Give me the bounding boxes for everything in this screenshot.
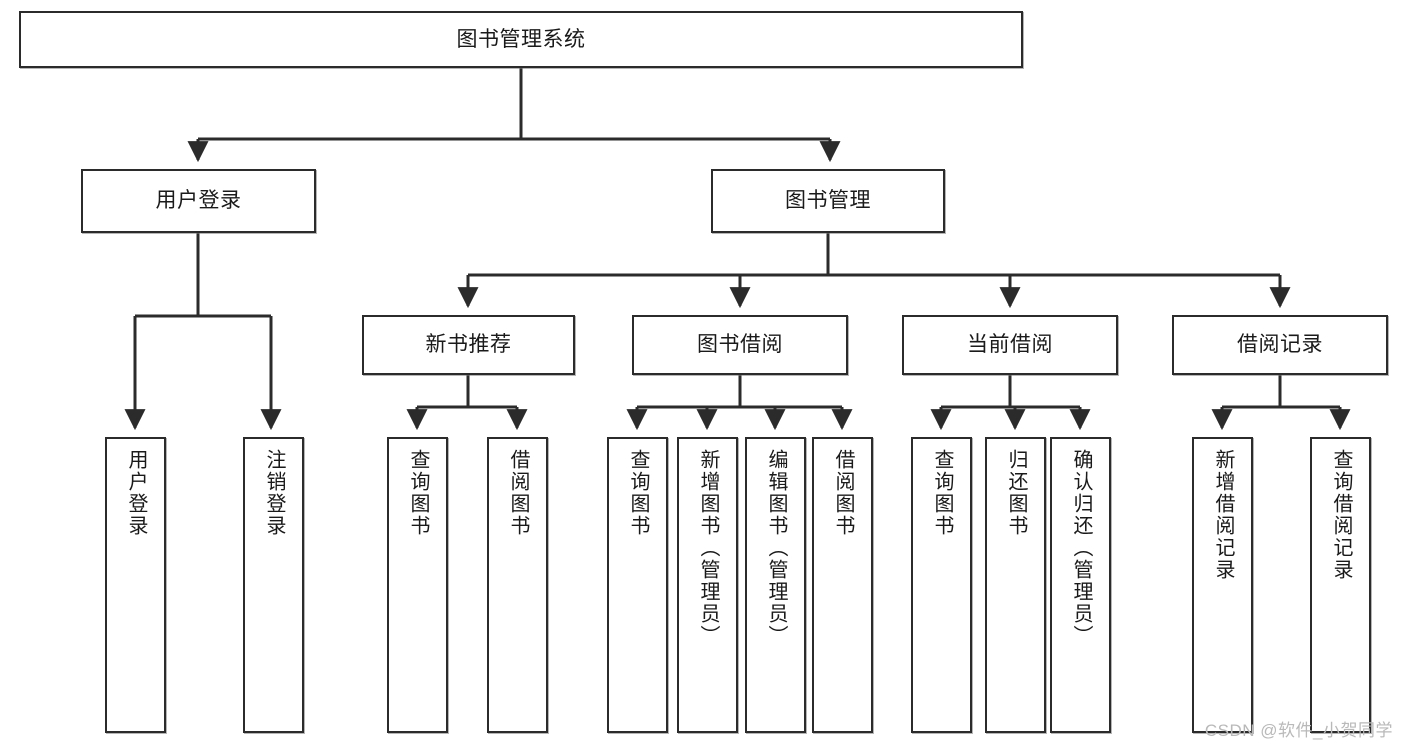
node-leaf-confirm-return-label: 确认归还（管理员） xyxy=(1070,449,1092,647)
node-leaf-add-record[interactable]: 新增借阅记录 xyxy=(1192,437,1253,733)
node-leaf-user-logout-label: 注销登录 xyxy=(263,449,285,537)
node-current-borrow-label: 当前借阅 xyxy=(967,333,1053,357)
node-leaf-add-book-admin[interactable]: 新增图书（管理员） xyxy=(677,437,738,733)
node-leaf-borrow-book-1-label: 借阅图书 xyxy=(507,449,529,537)
node-user-login[interactable]: 用户登录 xyxy=(81,169,316,233)
node-leaf-edit-book-admin[interactable]: 编辑图书（管理员） xyxy=(745,437,806,733)
node-new-book-recommend[interactable]: 新书推荐 xyxy=(362,315,575,375)
node-leaf-borrow-book-1[interactable]: 借阅图书 xyxy=(487,437,548,733)
node-leaf-user-logout[interactable]: 注销登录 xyxy=(243,437,304,733)
node-leaf-user-login-label: 用户登录 xyxy=(125,449,147,537)
node-new-book-recommend-label: 新书推荐 xyxy=(425,333,512,357)
node-user-login-label: 用户登录 xyxy=(155,189,242,213)
node-book-borrow[interactable]: 图书借阅 xyxy=(632,315,848,375)
node-book-manage[interactable]: 图书管理 xyxy=(711,169,945,233)
node-leaf-return-book[interactable]: 归还图书 xyxy=(985,437,1046,733)
node-leaf-edit-book-admin-label: 编辑图书（管理员） xyxy=(765,449,787,647)
node-book-manage-label: 图书管理 xyxy=(785,189,871,213)
node-borrow-record-label: 借阅记录 xyxy=(1237,333,1323,357)
node-leaf-query-book-3-label: 查询图书 xyxy=(931,449,953,537)
node-leaf-borrow-book-2[interactable]: 借阅图书 xyxy=(812,437,873,733)
node-leaf-query-book-2[interactable]: 查询图书 xyxy=(607,437,668,733)
node-leaf-query-record[interactable]: 查询借阅记录 xyxy=(1310,437,1371,733)
node-book-borrow-label: 图书借阅 xyxy=(697,333,783,357)
node-leaf-borrow-book-2-label: 借阅图书 xyxy=(832,449,854,537)
node-leaf-return-book-label: 归还图书 xyxy=(1005,449,1027,537)
node-root[interactable]: 图书管理系统 xyxy=(19,11,1023,68)
node-borrow-record[interactable]: 借阅记录 xyxy=(1172,315,1388,375)
csdn-watermark: CSDN @软件_小贺同学 xyxy=(1204,721,1393,740)
node-leaf-query-book-1-label: 查询图书 xyxy=(407,449,429,537)
node-leaf-query-book-3[interactable]: 查询图书 xyxy=(911,437,972,733)
node-root-label: 图书管理系统 xyxy=(456,27,586,51)
node-leaf-confirm-return[interactable]: 确认归还（管理员） xyxy=(1050,437,1111,733)
node-leaf-user-login[interactable]: 用户登录 xyxy=(105,437,166,733)
node-leaf-query-record-label: 查询借阅记录 xyxy=(1330,449,1352,581)
node-leaf-query-book-1[interactable]: 查询图书 xyxy=(387,437,448,733)
node-current-borrow[interactable]: 当前借阅 xyxy=(902,315,1118,375)
node-leaf-add-record-label: 新增借阅记录 xyxy=(1212,449,1234,581)
node-leaf-query-book-2-label: 查询图书 xyxy=(627,449,649,537)
node-leaf-add-book-admin-label: 新增图书（管理员） xyxy=(697,449,719,647)
